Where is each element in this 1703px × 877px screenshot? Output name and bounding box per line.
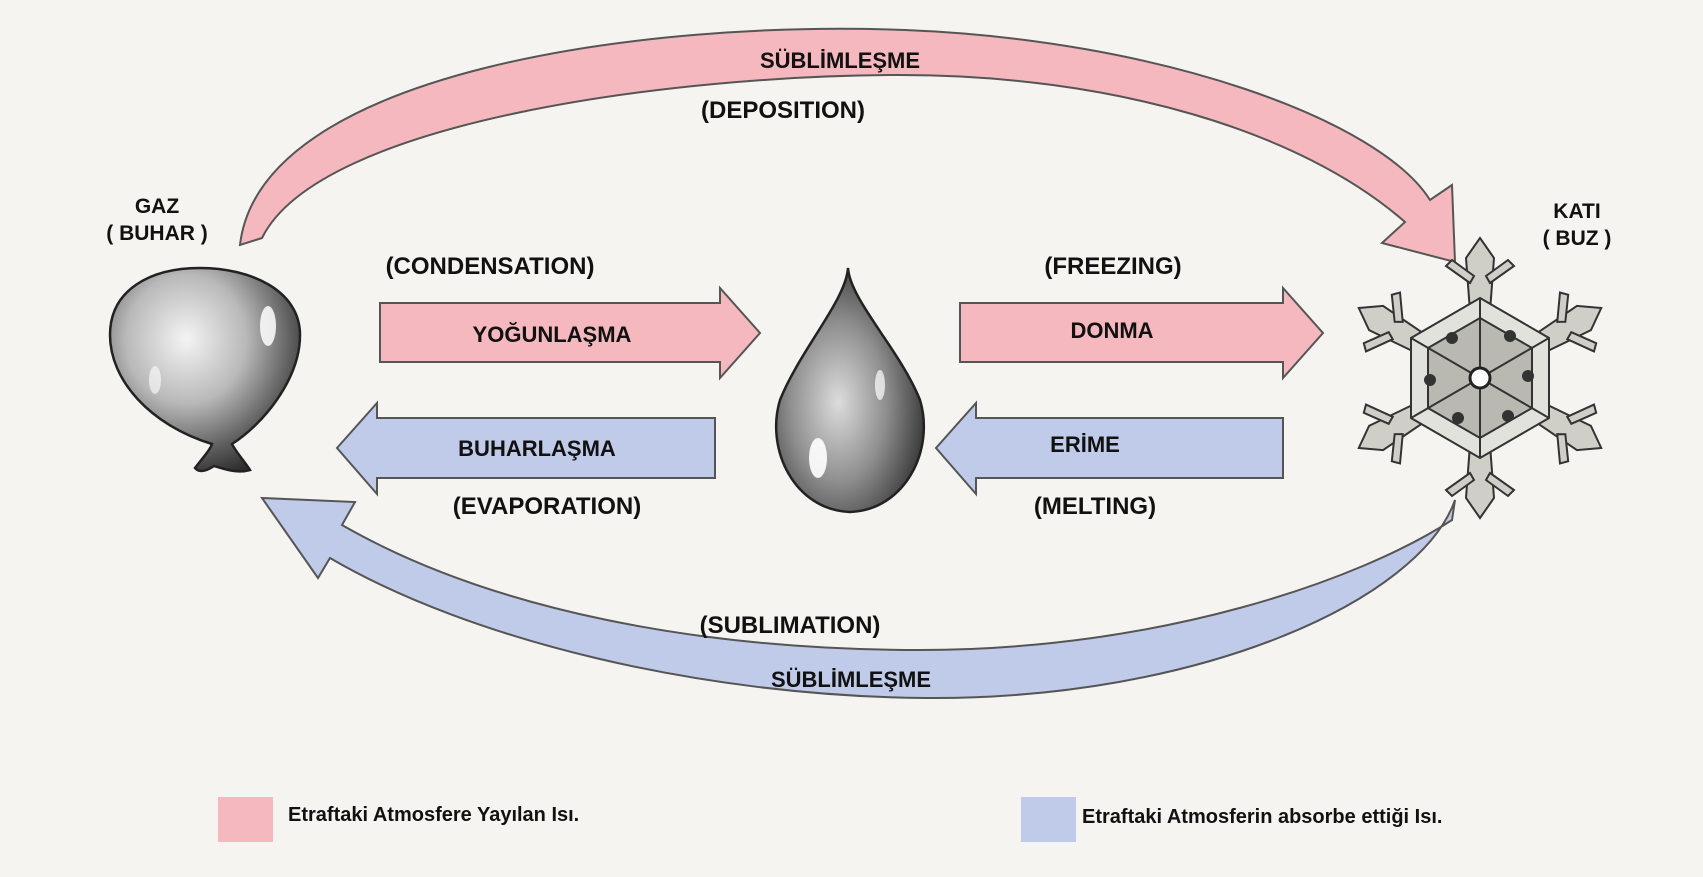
deposition-en-label: (DEPOSITION) (701, 97, 865, 125)
legend-release-label: Etraftaki Atmosfere Yayılan Isı. (288, 804, 579, 827)
solid-label: KATI ( BUZ ) (1543, 198, 1612, 252)
sublimation-tr-label: SÜBLİMLEŞME (771, 667, 931, 693)
condensation-tr-label: YOĞUNLAŞMA (473, 322, 632, 348)
snowflake-illustration (1342, 238, 1618, 518)
gas-label-line1: GAZ (106, 193, 207, 220)
legend-absorb-label: Etraftaki Atmosferin absorbe ettiği Isı. (1082, 806, 1442, 829)
gas-label-line2: ( BUHAR ) (106, 220, 207, 247)
evaporation-tr-label: BUHARLAŞMA (458, 436, 616, 462)
melting-en-label: (MELTING) (1034, 493, 1156, 521)
legend-release-swatch (218, 797, 273, 842)
gas-bubble-illustration (110, 268, 300, 471)
deposition-tr-label: SÜBLİMLEŞME (760, 48, 920, 74)
gas-label: GAZ ( BUHAR ) (106, 193, 207, 247)
melting-tr-label: ERİME (1050, 432, 1120, 458)
condensation-en-label: (CONDENSATION) (386, 253, 595, 281)
solid-label-line2: ( BUZ ) (1543, 225, 1612, 252)
solid-label-line1: KATI (1543, 198, 1612, 225)
water-drop-illustration (776, 268, 924, 512)
sublimation-en-label: (SUBLIMATION) (700, 612, 881, 640)
evaporation-en-label: (EVAPORATION) (453, 493, 641, 521)
legend-absorb-swatch (1021, 797, 1076, 842)
freezing-en-label: (FREEZING) (1044, 253, 1181, 281)
freezing-tr-label: DONMA (1070, 318, 1153, 344)
